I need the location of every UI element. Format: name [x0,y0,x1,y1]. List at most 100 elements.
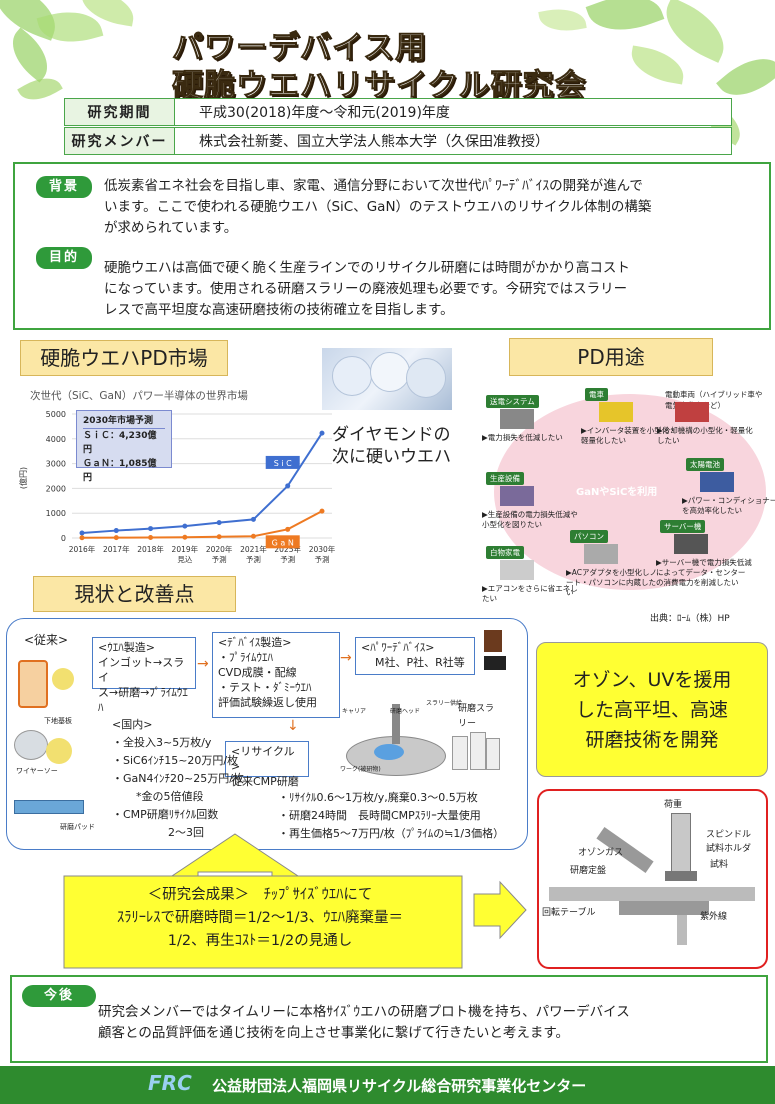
x-tick-label: 予測 [212,554,227,564]
data-point-sic [148,526,154,532]
application-icon [700,472,734,492]
slurry-bottles-icon [452,728,502,776]
head-label: 研磨ヘッド [390,708,421,715]
application-title: 白物家電 [486,546,524,559]
application-text: ▶インバータ装置を小型化・軽量化したい [581,426,677,445]
sample-label: 試料 [710,860,729,870]
x-tick-label: 予測 [246,554,261,564]
applications-source: 出典：ﾛｰﾑ（株）HP [650,614,730,624]
purpose-text-2: になっています。使用される研磨スラリーの廃液処理も必要です。今研究ではスラリー [104,281,628,297]
series-line-sic [81,432,323,535]
result-line3: 1/2、再生ｺｽﾄ＝1/2の見通し [167,933,353,949]
polisher-icon [14,800,84,814]
wafer-mfg-line1: インゴット→スライ [98,656,185,684]
application-icon [584,544,618,564]
page-title-line1: パワーデバイス用 [171,30,428,67]
research-period-value: 平成30(2018)年度～令和元(2019)年度 [199,105,450,121]
application-icon [500,560,534,580]
series-line-gan [81,510,323,539]
slurry-label: 研磨スラリー [458,704,495,729]
background-text-2: います。ここで使われる硬脆ウエハ（SiC、GaN）のテストウエハのリサイクル体制… [104,199,652,215]
research-members-label: 研究メンバー [65,128,175,154]
application-icon [675,402,709,422]
wafer-caption-1: ダイヤモンドの [332,425,451,445]
research-period-row: 研究期間 平成30(2018)年度～令和元(2019)年度 [64,98,732,126]
x-tick-label: 予測 [280,554,295,564]
application-title: 電車 [585,388,608,401]
arrow-down-icon: ↓ [287,718,299,734]
x-tick-label: 2018年 [137,544,164,554]
forecast-title: 2030年市場予測 [83,414,165,429]
recycle-3: ・再生価格5～7万円/枚（ﾌﾟﾗｲﾑの≒1/3価格） [278,827,505,840]
data-point-gan [319,508,325,514]
polish-pad-label: 研磨パッド [60,823,95,831]
recycle-1: ・ﾘｻｲｸﾙ0.6～1万枚/y,廃棄0.3～0.5万枚 [278,791,478,804]
data-point-gan [182,534,188,540]
ozone-line2: した高平坦、高速 [575,699,728,721]
data-point-gan [250,533,256,539]
domestic-4: *金の5倍値段 [136,790,204,803]
y-tick-label: 0 [61,534,66,543]
sliced-wafer-icon [46,738,72,764]
sample-holder-shape [665,871,697,881]
chip-icon [484,630,502,652]
data-point-sic [182,523,188,529]
domestic-5: ・CMP研磨ﾘｻｲｸﾙ回数 [112,808,219,821]
forecast-box: 2030年市場予測 ＳｉＣ：4,230億円 ＧａＮ：1,085億円 [76,410,172,483]
application-title: 送電システム [486,395,539,408]
x-tick-label: 2016年 [69,544,96,554]
application-icon [500,409,534,429]
wafer-mfg-title: <ｳｴﾊ製造> [98,641,155,654]
y-tick-label: 4000 [46,435,66,444]
x-tick-label: 2021年 [240,544,267,554]
ozone-gas-label: オゾンガス [578,848,624,858]
y-tick-label: 3000 [46,460,66,469]
footer: FRC 公益財団法人福岡県リサイクル総合研究事業化センター [0,1066,775,1104]
load-label: 荷重 [664,800,683,810]
legend-label-sic: S i C [274,459,292,468]
rotary-table-shape [619,901,709,915]
background-label: 背景 [36,176,92,198]
device-title: <ﾃﾞﾊﾞｲｽ製造> [218,636,292,649]
arrow-right-icon [473,880,527,940]
power-device-box: <ﾊﾟﾜｰﾃﾞﾊﾞｲｽ> M社、P社、R社等 [355,637,475,675]
device-line3: ・テスト・ﾀﾞﾐｰｳｴﾊ [218,681,312,694]
domestic-2: ・SiC6ｲﾝﾁ15~20万円/枚 [112,754,239,767]
applications-circle [494,394,766,590]
wafer-mfg-line2: ス→研磨→ﾌﾟﾗｲﾑｳｴﾊ [98,686,188,714]
data-point-sic [113,528,119,534]
application-title: パソコン [570,530,608,543]
device-mfg-box: <ﾃﾞﾊﾞｲｽ製造> ・ﾌﾟﾗｲﾑｳｴﾊ CVD成膜・配線 ・テスト・ﾀﾞﾐｰｳ… [212,632,340,718]
application-text: ▶電力損失を低減したい [482,433,563,442]
x-tick-label: 2020年 [206,544,233,554]
y-tick-label: 5000 [46,410,66,419]
conventional-label: <従来> [24,633,69,647]
recycle-line: 従来CMP研磨 [231,775,299,788]
applications-center: GaNやSiCを利用 [576,487,658,498]
device-figure-box [537,789,768,969]
application-icon [500,486,534,506]
application-text: ▶冷却機構の小型化・軽量化したい [657,426,753,445]
uv-light-shape [677,915,687,945]
data-point-gan [285,526,291,532]
chip-icon [484,656,506,670]
future-text-2: 顧客との品質評価を通じ技術を向上させ事業化に繋げて行きたいと考えます。 [98,1025,570,1041]
x-tick-label: 予測 [315,554,330,564]
spindle-shape [671,813,691,873]
chart-title: 次世代（SiC、GaN）パワー半導体の世界市場 [30,390,248,402]
y-tick-label: 2000 [46,484,66,493]
data-point-gan [148,535,154,541]
recycle-box: <リサイクル> 従来CMP研磨 [225,741,309,788]
result-line1: ＜研究会成果＞ ﾁｯﾌﾟｻｲｽﾞｳｴﾊにて [147,887,373,903]
application-text: ▶サーバー機で電力損失低減によってデータ・センターの消費電力を削減したい [656,558,752,587]
data-point-gan [113,535,119,541]
y-tick-label: 1000 [46,509,66,518]
domestic-6: 2～3回 [168,826,204,839]
background-purpose-box [13,162,771,330]
data-point-sic [216,520,222,526]
legend-swatch-sic [265,455,300,469]
x-tick-label: 見込 [177,555,192,564]
domestic-1: ・全投入3~5万枚/y [112,736,212,749]
footer-org: 公益財団法人福岡県リサイクル総合研究事業化センター [212,1077,587,1095]
application-title: サーバー機 [660,520,706,533]
